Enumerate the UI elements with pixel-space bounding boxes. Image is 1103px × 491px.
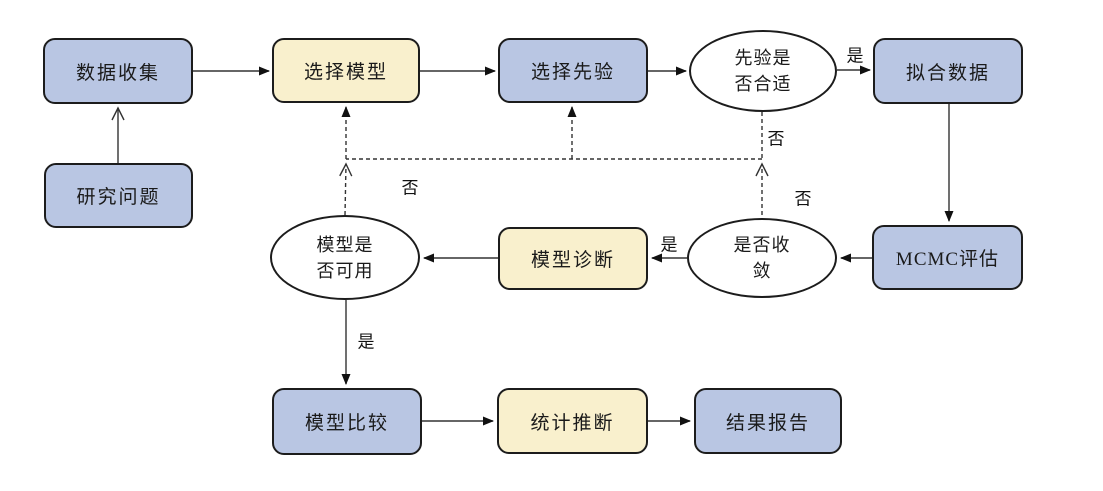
- node-data-collection: 数据收集: [43, 38, 193, 104]
- node-fit-data-label: 拟合数据: [905, 62, 990, 84]
- node-model-diagnosis-label: 模型诊断: [530, 250, 615, 271]
- node-research-question: 研究问题: [44, 163, 193, 228]
- decision-converged-line1: 是否收: [733, 235, 791, 255]
- node-model-diagnosis: 模型诊断: [498, 227, 648, 290]
- edge-label-prior-no: 否: [767, 129, 785, 149]
- decision-prior-appropriate-line2: 否合适: [734, 74, 792, 94]
- node-mcmc-eval: MCMC评估: [872, 225, 1023, 290]
- edge-label-usable-no: 否: [401, 178, 419, 198]
- decision-model-usable-line1: 模型是: [316, 234, 374, 255]
- edge-label-prior-yes: 是: [846, 46, 864, 66]
- node-stat-inference-label: 统计推断: [530, 412, 615, 434]
- node-select-prior: 选择先验: [498, 38, 648, 103]
- edge-label-converged-yes: 是: [660, 235, 678, 255]
- node-mcmc-eval-label: MCMC评估: [895, 249, 1000, 270]
- node-model-compare-label: 模型比较: [304, 413, 389, 434]
- node-select-model-label: 选择模型: [303, 62, 388, 83]
- dashed-edge-model-usable-no-up: [339, 162, 353, 216]
- decision-converged-line2: 敛: [752, 261, 772, 281]
- decision-prior-appropriate-line1: 先验是: [734, 48, 792, 68]
- decision-model-usable: 模型是 否可用: [270, 215, 420, 300]
- edge-label-converged-no: 否: [794, 189, 812, 209]
- decision-model-usable-line2: 否可用: [316, 260, 374, 281]
- node-result-report-label: 结果报告: [725, 412, 810, 434]
- node-stat-inference: 统计推断: [497, 388, 648, 454]
- edge-label-usable-yes: 是: [357, 332, 375, 352]
- node-result-report: 结果报告: [694, 388, 842, 454]
- node-data-collection-label: 数据收集: [75, 62, 160, 84]
- decision-prior-appropriate: 先验是 否合适: [689, 30, 837, 112]
- node-select-model: 选择模型: [272, 38, 420, 103]
- decision-converged: 是否收 敛: [687, 218, 837, 298]
- node-model-compare: 模型比较: [272, 388, 422, 455]
- node-select-prior-label: 选择先验: [530, 62, 615, 83]
- node-research-question-label: 研究问题: [76, 187, 161, 208]
- node-fit-data: 拟合数据: [873, 38, 1023, 104]
